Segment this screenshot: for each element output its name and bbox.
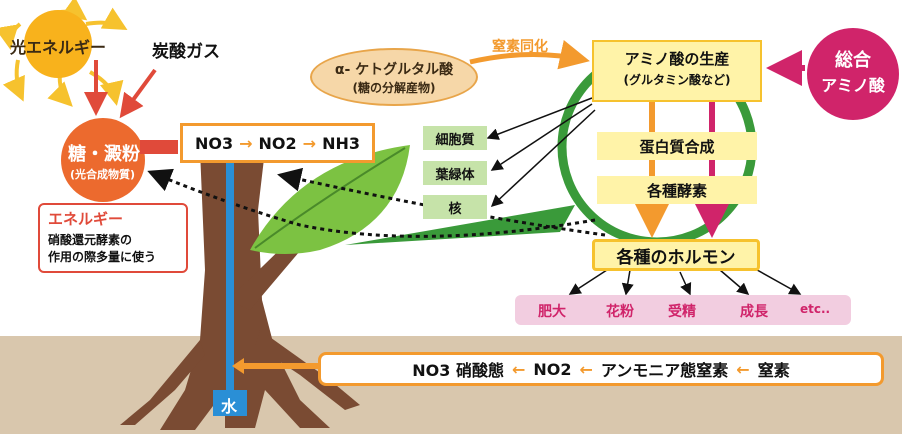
cell-part-cytoplasm: 細胞質	[423, 126, 487, 150]
enzymes-box: 各種酵素	[597, 176, 757, 204]
effects-band	[515, 295, 851, 325]
keto-acid-note: (糖の分解産物)	[352, 81, 436, 95]
effect-etc: etc..	[800, 302, 831, 316]
amino-production-title: アミノ酸の生産	[624, 50, 730, 68]
protein-synthesis-box: 蛋白質合成	[597, 132, 757, 160]
arrow-left-icon: ←	[511, 359, 526, 379]
arrow-left-icon: ←	[736, 359, 750, 379]
soil-nitrogen-label: 窒素	[757, 361, 790, 380]
sugar-title: 糖・澱粉	[68, 144, 140, 165]
no3-label: NO3	[195, 133, 234, 153]
soil-to-root-arrow	[240, 363, 318, 369]
leaf	[250, 145, 410, 254]
water-label: 水	[221, 397, 238, 416]
sun	[24, 10, 92, 78]
arrow-left-icon: ←	[579, 359, 593, 379]
soil-to-root-arrowhead	[232, 358, 244, 374]
arrow-icon: →	[239, 133, 253, 153]
energy-title: エネルギー	[48, 210, 124, 228]
assimilation-label: 窒素同化	[492, 39, 548, 55]
energy-line2: 作用の際多量に使う	[48, 250, 157, 264]
soil-nitrogen-chain: NO3 硝酸態 ← NO2 ← アンモニア態窒素 ← 窒素	[318, 352, 884, 386]
effect-growth: 成長	[740, 304, 768, 320]
sugar-circle	[61, 118, 145, 202]
sugar-subtitle: (光合成物質)	[70, 168, 136, 181]
composite-amino-circle: 総合 アミノ酸	[807, 28, 899, 120]
co2-label: 炭酸ガス	[152, 42, 220, 62]
sun-label: 光エネルギー	[10, 38, 107, 57]
cell-part-chloroplast: 葉緑体	[423, 161, 487, 185]
soil-no2-label: NO2	[533, 359, 572, 379]
effect-pollen: 花粉	[606, 304, 634, 320]
water-column	[226, 150, 234, 393]
keto-acid-name: α- ケトグルタル酸	[334, 62, 454, 78]
no2-label: NO2	[258, 133, 297, 153]
keto-acid-oval: α- ケトグルタル酸 (糖の分解産物)	[310, 48, 478, 106]
soil-ammonium-label: アンモニア態窒素	[600, 361, 729, 380]
effect-fertilization: 受精	[668, 304, 696, 320]
composite-amino-line1: 総合	[835, 50, 871, 71]
amino-production-note: (グルタミン酸など)	[623, 73, 731, 87]
soil-no3-label: NO3 硝酸態	[412, 361, 504, 380]
nh3-label: NH3	[322, 133, 360, 153]
nitrate-reduction-box: NO3 → NO2 → NH3	[180, 123, 375, 163]
energy-box: エネルギー 硝酸還元酵素の 作用の際多量に使う	[38, 203, 188, 273]
amino-production-box: アミノ酸の生産 (グルタミン酸など)	[592, 40, 762, 102]
energy-line1: 硝酸還元酵素の	[48, 233, 133, 247]
arrow-icon: →	[302, 133, 317, 153]
cell-part-nucleus: 核	[423, 195, 487, 219]
effect-enlargement: 肥大	[538, 304, 566, 320]
composite-amino-line2: アミノ酸	[821, 76, 885, 95]
hormones-box: 各種のホルモン	[592, 239, 760, 271]
